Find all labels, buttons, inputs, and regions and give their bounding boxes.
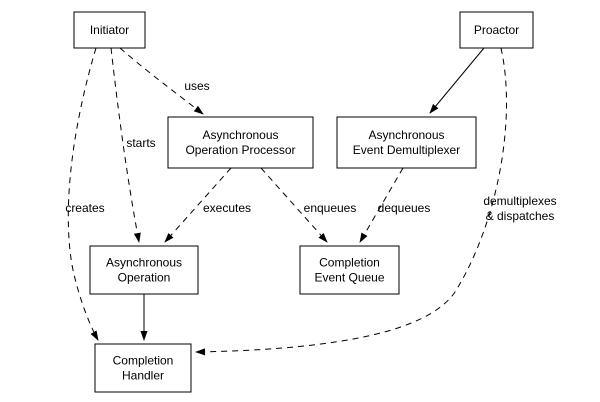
node-box-asynchronous-operation [89,245,199,295]
node-proactor: Proactor [459,11,534,49]
edge-proactor-demultiplexer [429,47,485,114]
node-label-initiator: Initiator [90,23,129,37]
node-box-proactor [459,11,534,49]
edges-layer: uses starts creates demultiplexes& dispatch… [65,47,557,356]
edge-label-creates: creates [65,201,104,215]
edge-label-demultiplexes-dispatches: & dispatches [486,209,555,223]
node-label-proactor: Proactor [474,23,519,37]
edge-label-uses: uses [184,79,209,93]
node-label-completion-event-queue: Completion [319,256,380,270]
node-label-asynchronous-operation-processor: Asynchronous [202,128,278,142]
node-box-asynchronous-event-demultiplexer [336,116,477,169]
node-label-asynchronous-event-demultiplexer: Asynchronous [368,128,444,142]
edge-enqueues [260,167,328,243]
edge-creates [67,47,99,341]
edge-label-executes: executes [203,201,251,215]
node-label-completion-event-queue: Event Queue [314,271,384,285]
node-box-asynchronous-operation-processor [167,116,314,169]
node-label-asynchronous-operation: Operation [118,271,171,285]
edge-starts [110,47,141,243]
node-label-completion-handler: Handler [122,369,164,383]
node-box-completion-handler [94,343,192,393]
edge-label-demultiplexes-dispatches: demultiplexes [483,194,556,208]
node-box-completion-event-queue [299,245,400,295]
edge-executes [164,167,232,243]
node-label-asynchronous-operation-processor: Operation Processor [185,143,295,157]
edge-label-enqueues: enqueues [304,201,357,215]
node-initiator: Initiator [73,11,146,49]
edge-demultiplexes-dispatches [195,47,507,356]
edge-dequeues [359,167,404,243]
node-label-asynchronous-operation: Asynchronous [106,256,182,270]
edge-label-dequeues: dequeues [378,201,431,215]
edge-label-starts: starts [126,136,155,150]
node-label-completion-handler: Completion [113,354,174,368]
node-box-initiator [73,11,146,49]
node-label-asynchronous-event-demultiplexer: Event Demultiplexer [353,143,460,157]
